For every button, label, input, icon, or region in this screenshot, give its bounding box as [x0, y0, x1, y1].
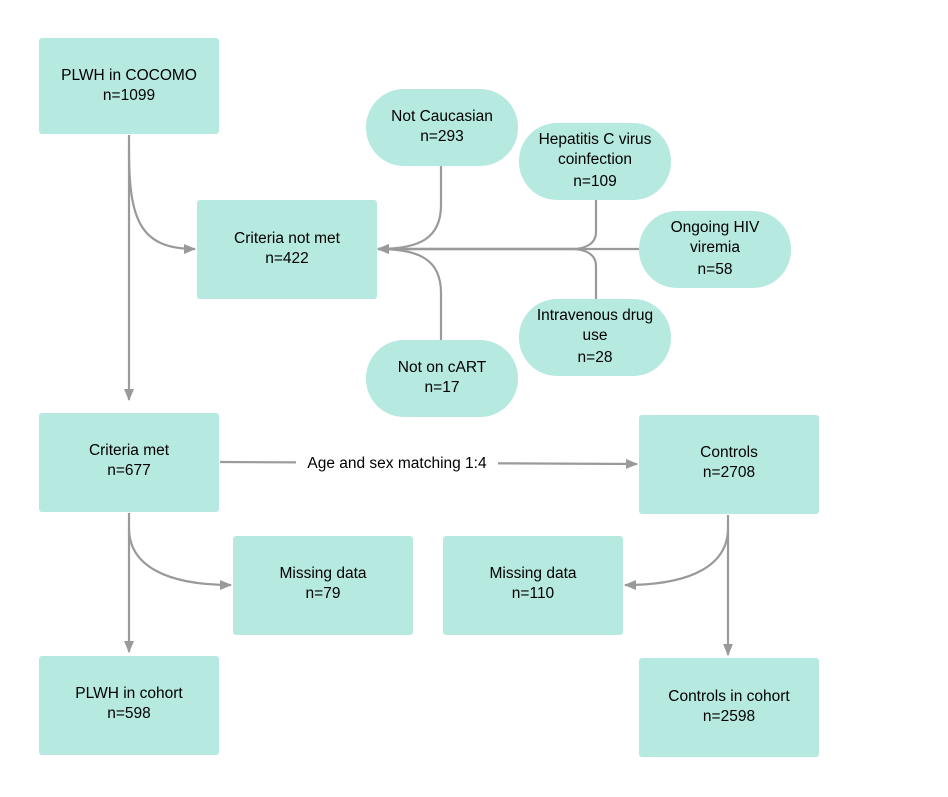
node-not-caucasian: Not Caucasian n=293	[366, 89, 518, 166]
node-missing-data-controls: Missing data n=110	[443, 536, 623, 635]
node-count: n=422	[265, 250, 309, 267]
edge-not-cart-to-criteria-not-met	[377, 244, 443, 340]
edge-ivdu-to-criteria-not-met	[378, 247, 598, 300]
node-count: n=2598	[703, 708, 755, 725]
node-label-line: Criteria not met	[234, 230, 341, 247]
node-label-line: coinfection	[558, 151, 632, 168]
node-label-line: Ongoing HIV	[671, 219, 760, 236]
node-count: n=79	[306, 585, 341, 602]
edge-cocomo-to-criteria-not-met	[127, 149, 196, 254]
node-criteria-not-met: Criteria not met n=422	[197, 200, 377, 299]
node-count: n=17	[425, 379, 460, 396]
edge-criteria-met-to-missing-plwh	[127, 527, 232, 590]
node-criteria-met: Criteria met n=677	[39, 413, 219, 512]
node-missing-data-plwh: Missing data n=79	[233, 536, 413, 635]
node-controls: Controls n=2708	[639, 415, 819, 514]
edges	[124, 135, 733, 656]
node-count: n=598	[107, 705, 151, 722]
node-label-line: Not Caucasian	[391, 108, 493, 125]
node-hiv-viremia: Ongoing HIV viremia n=58	[639, 211, 791, 288]
edge-controls-to-missing-controls	[624, 527, 730, 590]
node-label-line: Missing data	[489, 565, 576, 582]
node-count: n=109	[573, 173, 617, 190]
matching-label: Age and sex matching 1:4	[307, 455, 487, 472]
edge-not-caucasian-to-criteria-not-met	[377, 165, 443, 254]
node-label-line: Missing data	[279, 565, 366, 582]
node-count: n=28	[578, 349, 613, 366]
node-ivdu: Intravenous drug use n=28	[519, 299, 671, 376]
node-count: n=110	[512, 585, 555, 602]
node-count: n=2708	[703, 464, 755, 481]
node-label-line: Not on cART	[398, 359, 487, 376]
node-count: n=1099	[103, 87, 155, 104]
node-count: n=293	[420, 128, 464, 145]
node-label-line: Controls in cohort	[668, 688, 790, 705]
node-label-line: use	[583, 327, 608, 344]
node-count: n=58	[698, 261, 733, 278]
node-label-line: PLWH in COCOMO	[61, 67, 197, 84]
node-label-line: Intravenous drug	[537, 307, 653, 324]
node-label-line: Controls	[700, 444, 758, 461]
node-label-line: PLWH in cohort	[75, 685, 183, 702]
node-count: n=677	[107, 462, 151, 479]
edge-label-matching: Age and sex matching 1:4	[296, 452, 498, 474]
node-label-line: viremia	[690, 239, 740, 256]
node-hcv-coinfection: Hepatitis C virus coinfection n=109	[519, 123, 671, 200]
node-not-on-cart: Not on cART n=17	[366, 340, 518, 417]
node-label-line: Hepatitis C virus	[539, 131, 652, 148]
node-plwh-cocomo: PLWH in COCOMO n=1099	[39, 38, 219, 134]
node-label-line: Criteria met	[89, 442, 170, 459]
node-plwh-in-cohort: PLWH in cohort n=598	[39, 656, 219, 755]
node-controls-in-cohort: Controls in cohort n=2598	[639, 658, 819, 757]
edge-hcv-to-criteria-not-met	[378, 200, 598, 251]
